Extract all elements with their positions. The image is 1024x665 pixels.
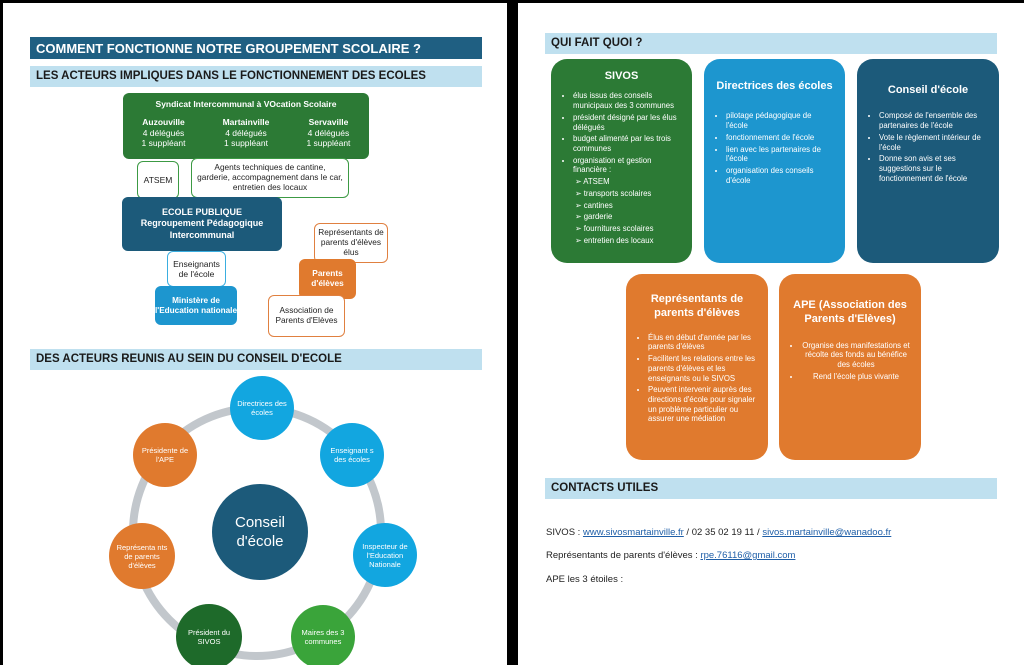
contact-sivos: SIVOS : www.sivosmartainville.fr / 02 35… xyxy=(546,527,892,538)
section-header-qui-fait-quoi: QUI FAIT QUOI ? xyxy=(545,33,997,54)
section-header-contacts: CONTACTS UTILES xyxy=(545,478,997,499)
conseil-center-circle: Conseil d'école xyxy=(212,484,308,580)
card-ape: APE (Association des Parents d'Elèves) O… xyxy=(779,274,921,460)
card-ape-list: Organise des manifestations et récolte d… xyxy=(789,341,911,382)
card-sivos-sublist: ATSEM transports scolaires cantines gard… xyxy=(561,177,682,245)
card-directrices: Directrices des écoles pilotage pédagogi… xyxy=(704,59,845,263)
rpe-email-link[interactable]: rpe.76116@gmail.com xyxy=(700,550,796,561)
sivos-email-link[interactable]: sivos.martainville@wanadoo.fr xyxy=(762,527,892,538)
section-header-conseil: DES ACTEURS REUNIS AU SEIN DU CONSEIL D'… xyxy=(30,349,482,370)
commune-martainville: Martainville 4 délégués 1 suppléant xyxy=(222,117,270,149)
commune-servaville: Servaville 4 délégués 1 suppléant xyxy=(306,117,351,149)
card-directrices-list: pilotage pédagogique de l'école fonction… xyxy=(714,111,835,185)
atsem-box: ATSEM xyxy=(137,161,179,199)
conseil-member-label: Inspecteur de l'Education Nationale xyxy=(362,541,408,569)
conseil-member-circle: Enseignant s des écoles xyxy=(320,423,384,487)
representants-box: Représentants de parents d'élèves élus xyxy=(314,223,388,263)
card-conseil-list: Composé de l'ensemble des partenaires de… xyxy=(867,111,989,183)
left-page: COMMENT FONCTIONNE NOTRE GROUPEMENT SCOL… xyxy=(3,3,507,665)
card-representants: Représentants de parents d'élèves Élus e… xyxy=(626,274,768,460)
conseil-member-circle: Présidente de l'APE xyxy=(133,423,197,487)
agents-box: Agents techniques de cantine, garderie, … xyxy=(191,158,349,198)
parents-box: Parents d'élèves xyxy=(299,259,356,299)
conseil-member-label: Président du SIVOS xyxy=(187,628,231,646)
ecole-publique-box: ECOLE PUBLIQUE Regroupement Pédagogique … xyxy=(122,197,282,251)
card-sivos-list: élus issus des conseils municipaux des 3… xyxy=(561,91,682,175)
conseil-member-circle: Président du SIVOS xyxy=(176,604,242,665)
conseil-member-label: Présidente de l'APE xyxy=(141,446,189,464)
conseil-member-label: Directrices des écoles xyxy=(237,399,287,417)
conseil-member-label: Représenta nts de parents d'élèves xyxy=(116,542,168,570)
enseignants-box: Enseignants de l'école xyxy=(167,251,226,287)
page-title: COMMENT FONCTIONNE NOTRE GROUPEMENT SCOL… xyxy=(30,37,482,59)
section-header-acteurs: LES ACTEURS IMPLIQUES DANS LE FONCTIONNE… xyxy=(30,66,482,87)
card-sivos: SIVOS élus issus des conseils municipaux… xyxy=(551,59,692,263)
conseil-member-circle: Directrices des écoles xyxy=(230,376,294,440)
sivos-box: Syndicat Intercommunal à VOcation Scolai… xyxy=(123,93,369,159)
sivos-box-title: Syndicat Intercommunal à VOcation Scolai… xyxy=(155,99,337,109)
contact-rpe: Représentants de parents d'élèves : rpe.… xyxy=(546,550,796,561)
commune-auzouville: Auzouville 4 délégués 1 suppléant xyxy=(141,117,186,149)
card-sivos-title: SIVOS xyxy=(604,70,639,82)
card-conseil-title: Conseil d'école xyxy=(887,84,969,96)
card-conseil: Conseil d'école Composé de l'ensemble de… xyxy=(857,59,999,263)
conseil-member-label: Maires des 3 communes xyxy=(301,628,345,646)
ministere-box: Ministère de l'Education nationale xyxy=(155,286,237,325)
conseil-member-circle: Représenta nts de parents d'élèves xyxy=(109,523,175,589)
right-page: QUI FAIT QUOI ? SIVOS élus issus des con… xyxy=(518,3,1024,665)
card-representants-title: Représentants de parents d'élèves xyxy=(650,293,744,320)
conseil-member-circle: Inspecteur de l'Education Nationale xyxy=(353,523,417,587)
sivos-website-link[interactable]: www.sivosmartainville.fr xyxy=(582,527,684,538)
association-box: Association de Parents d'Elèves xyxy=(268,295,345,337)
card-directrices-title: Directrices des écoles xyxy=(716,80,833,92)
conseil-member-circle: Maires des 3 communes xyxy=(291,605,355,665)
contact-ape: APE les 3 étoiles : xyxy=(546,574,624,585)
card-representants-list: Élus en début d'année par les parents d'… xyxy=(636,333,758,425)
card-ape-title: APE (Association des Parents d'Elèves) xyxy=(793,299,907,326)
conseil-member-label: Enseignant s des écoles xyxy=(330,446,374,464)
